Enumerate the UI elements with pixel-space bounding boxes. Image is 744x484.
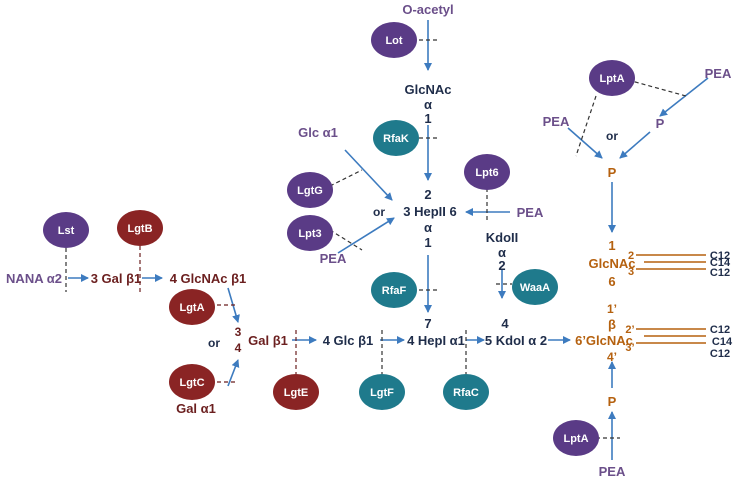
pea-top-left-label: PEA <box>543 114 570 129</box>
enzyme-lgte: LgtE <box>273 374 319 410</box>
p-top-label: P <box>608 165 617 180</box>
c12-a-label: C12 <box>710 250 730 262</box>
enzyme-lgta: LgtA <box>169 289 215 325</box>
enzyme-rfac: RfaC <box>443 374 489 410</box>
kdoii-label: KdoII <box>486 230 519 245</box>
svg-text:LgtF: LgtF <box>370 387 394 399</box>
beta-label: β <box>608 317 616 332</box>
enzyme-lpta-top: LptA <box>589 60 635 96</box>
pea-bottom-label: PEA <box>599 464 626 479</box>
svg-text:LgtB: LgtB <box>127 223 152 235</box>
three-upper-label: 3 <box>628 266 634 278</box>
or-top-label: or <box>373 205 385 219</box>
c12-b-label: C12 <box>710 267 730 279</box>
glcnac-top-alpha: α <box>424 97 432 112</box>
c12-d-label: C12 <box>710 348 730 360</box>
pea-top-right-label: PEA <box>705 66 732 81</box>
hepi-label: 4 HepI α1 <box>407 333 465 348</box>
glc-alpha1-label: Glc α1 <box>298 125 338 140</box>
c12-c-label: C12 <box>710 324 730 336</box>
two-prime-label: 2’ <box>625 324 634 336</box>
pea-mid-right-label: PEA <box>517 205 544 220</box>
four-prime-label: 4’ <box>607 350 617 364</box>
svg-text:LptA: LptA <box>563 433 588 445</box>
kdoi-number: 4 <box>501 316 509 331</box>
glcnac-beta1-label: 4 GlcNAc β1 <box>170 271 247 286</box>
enzyme-lpta-bottom: LptA <box>553 420 599 456</box>
glcnac-lower-label: 6’GlcNAc <box>575 333 633 348</box>
enzyme-lpt6: Lpt6 <box>464 154 510 190</box>
enzyme-lot: Lot <box>371 22 417 58</box>
nana-label: NANA α2 <box>6 271 62 286</box>
glcnac-top-label: GlcNAc <box>405 82 452 97</box>
enzyme-rfak: RfaK <box>373 120 419 156</box>
gal-beta1-label: Gal β1 <box>248 333 288 348</box>
linkage-three: 3 <box>235 325 242 339</box>
pea-left-label: PEA <box>320 251 347 266</box>
svg-text:RfaK: RfaK <box>383 133 409 145</box>
enzyme-lpt3: Lpt3 <box>287 215 333 251</box>
linkage-four: 4 <box>235 341 242 355</box>
svg-text:WaaA: WaaA <box>520 282 550 294</box>
hepi-number: 7 <box>424 316 431 331</box>
svg-text:Lpt3: Lpt3 <box>298 228 321 240</box>
svg-text:Lst: Lst <box>58 225 75 237</box>
or-mid-label: or <box>208 336 220 350</box>
sugar-labels: O-acetyl GlcNAc α 1 Glc α1 PEA PEA or 2 … <box>6 2 547 416</box>
c14-a-label: C14 <box>710 257 731 269</box>
enzyme-waaa: WaaA <box>512 269 558 305</box>
one-label: 1 <box>608 238 615 253</box>
enzyme-lgtf: LgtF <box>359 374 405 410</box>
kdoi-label: 5 KdoI α 2 <box>485 333 547 348</box>
p-bottom-label: P <box>608 394 617 409</box>
lipid-a-labels: 6’GlcNAc 2’ 3’ 4’ β 1’ 6 1 GlcNAc 2 3 C1… <box>543 66 733 479</box>
glcnac-top-one: 1 <box>424 111 431 126</box>
svg-text:LptA: LptA <box>599 73 624 85</box>
enzyme-lgtb: LgtB <box>117 210 163 246</box>
hepii-label: 3 HepII 6 <box>403 204 456 219</box>
p-mid-label: P <box>656 116 665 131</box>
six-label: 6 <box>608 274 615 289</box>
or-right-label: or <box>606 129 618 143</box>
three-prime-label: 3’ <box>625 342 634 354</box>
kdoii-two: 2 <box>498 258 505 273</box>
one-prime-label: 1’ <box>607 302 617 316</box>
enzyme-connectors <box>65 39 687 439</box>
gal-alpha1-label: Gal α1 <box>176 401 216 416</box>
two-label: 2 <box>628 250 634 262</box>
svg-text:LgtA: LgtA <box>179 302 204 314</box>
enzyme-rfaf: RfaF <box>371 272 417 308</box>
svg-text:Lpt6: Lpt6 <box>475 167 498 179</box>
lipid-chains <box>636 254 706 344</box>
svg-text:RfaF: RfaF <box>382 285 407 297</box>
hepii-alpha: α <box>424 220 432 235</box>
svg-text:Lot: Lot <box>385 35 402 47</box>
glc-beta1-label: 4 Glc β1 <box>323 333 374 348</box>
svg-text:LgtC: LgtC <box>179 377 204 389</box>
svg-text:LgtG: LgtG <box>297 185 323 197</box>
svg-text:LgtE: LgtE <box>284 387 308 399</box>
c14-b-label: C14 <box>712 336 733 348</box>
glcnac-upper-label: GlcNAc <box>589 256 636 271</box>
svg-text:RfaC: RfaC <box>453 387 479 399</box>
o-acetyl-label: O-acetyl <box>402 2 453 17</box>
kdoii-alpha: α <box>498 245 506 260</box>
enzyme-lgtg: LgtG <box>287 172 333 208</box>
enzyme-lgtc: LgtC <box>169 364 215 400</box>
gal-beta1-3-label: 3 Gal β1 <box>91 271 142 286</box>
hepii-one: 1 <box>424 235 431 250</box>
hepii-number: 2 <box>424 187 431 202</box>
enzyme-lst: Lst <box>43 212 89 248</box>
